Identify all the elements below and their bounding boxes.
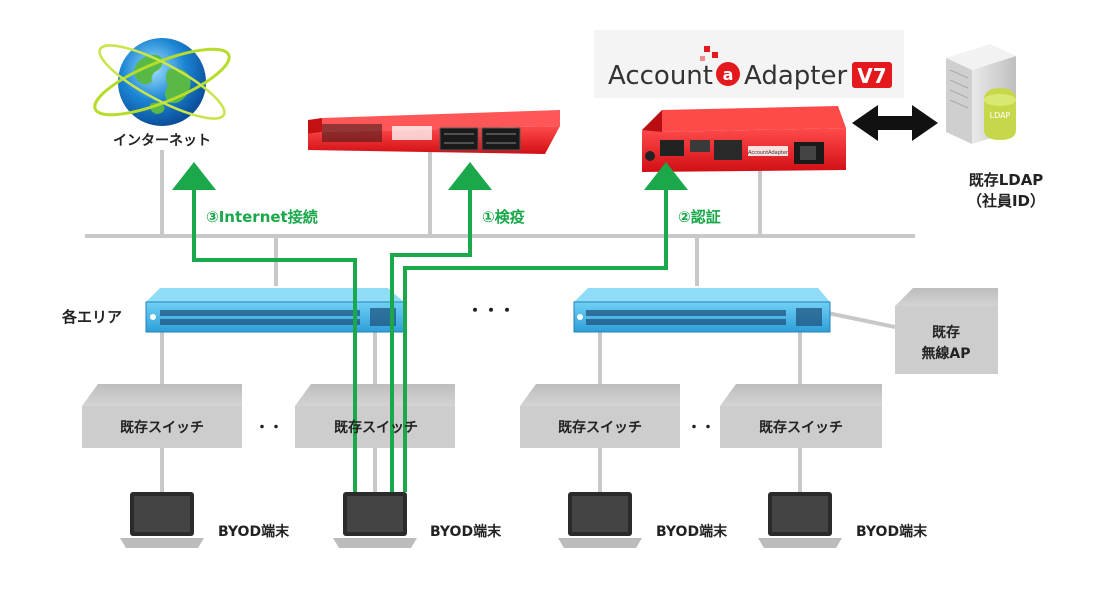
logo-adapter-text: Adapter: [744, 61, 847, 91]
area-label: 各エリア: [61, 308, 122, 326]
logo-account-text: Account: [608, 61, 713, 91]
laptop-icon: [333, 492, 417, 548]
laptop-icon: [758, 492, 842, 548]
auth-flow-label: ②認証: [678, 208, 721, 226]
logo-mark-icon: a: [700, 46, 740, 86]
internet-globe: インターネット: [93, 38, 231, 149]
terminal-label-4: BYOD端末: [856, 523, 928, 540]
device-small-label: AccountAdapter: [748, 150, 789, 156]
terminal-label-1: BYOD端末: [218, 523, 290, 540]
logo-mark-letter: a: [723, 65, 734, 84]
quarantine-appliance: [308, 110, 560, 154]
edge-switch-1: 既存スイッチ: [82, 384, 242, 448]
double-arrow-icon: [852, 105, 938, 141]
edge-switch-4-label: 既存スイッチ: [759, 419, 843, 436]
ap-label-line2: 無線AP: [921, 345, 970, 362]
internet-flow-label: ③Internet接続: [206, 208, 318, 226]
core-switch-1: [145, 288, 405, 333]
edge-switch-3-label: 既存スイッチ: [558, 419, 642, 436]
edge-ellipsis-right: ・・: [687, 420, 715, 436]
edge-ellipsis-left: ・・: [255, 420, 283, 436]
wireless-ap-box: 既存 無線AP: [895, 288, 998, 374]
laptop-icon: [558, 492, 642, 548]
auth-flow-path: [403, 190, 668, 492]
edge-switch-2: [295, 384, 455, 448]
quarantine-flow-label: ①検疫: [482, 208, 525, 226]
auth-arrow-icon: [644, 162, 688, 190]
quarantine-flow-path: [390, 190, 472, 492]
auth-appliance: AccountAdapter: [642, 106, 846, 172]
terminal-label-3: BYOD端末: [656, 523, 728, 540]
core-switch-2: [573, 288, 831, 333]
account-adapter-logo: Account a Adapter V7: [594, 30, 904, 98]
quarantine-arrow-icon: [448, 162, 492, 190]
edge-switch-1-label: 既存スイッチ: [120, 419, 204, 436]
internet-flow-path: [192, 190, 357, 492]
ldap-server: LDAP 既存LDAP （社員ID）: [946, 44, 1045, 210]
ldap-label-line1: 既存LDAP: [969, 171, 1044, 189]
laptop-icon: [120, 492, 204, 548]
globe-icon: [93, 38, 231, 126]
logo-version-badge: V7: [857, 64, 886, 88]
internet-arrow-icon: [172, 162, 216, 190]
terminal-label-2: BYOD端末: [430, 523, 502, 540]
flow-paths: [192, 190, 668, 492]
ldap-label-line2: （社員ID）: [967, 192, 1045, 210]
edge-switch-3: 既存スイッチ: [520, 384, 680, 448]
ap-label-line1: 既存: [932, 324, 960, 341]
core-ellipsis: ・・・: [467, 301, 515, 320]
ap-link-line: [817, 309, 896, 329]
ldap-server-icon: [946, 44, 1016, 144]
edge-switch-4: 既存スイッチ: [720, 384, 882, 448]
network-lines: [85, 148, 915, 492]
edge-switch-2-label: 既存スイッチ: [334, 419, 418, 436]
flow-arrowheads: [172, 162, 688, 190]
internet-label: インターネット: [113, 133, 211, 149]
ldap-icon-text: LDAP: [990, 111, 1011, 120]
